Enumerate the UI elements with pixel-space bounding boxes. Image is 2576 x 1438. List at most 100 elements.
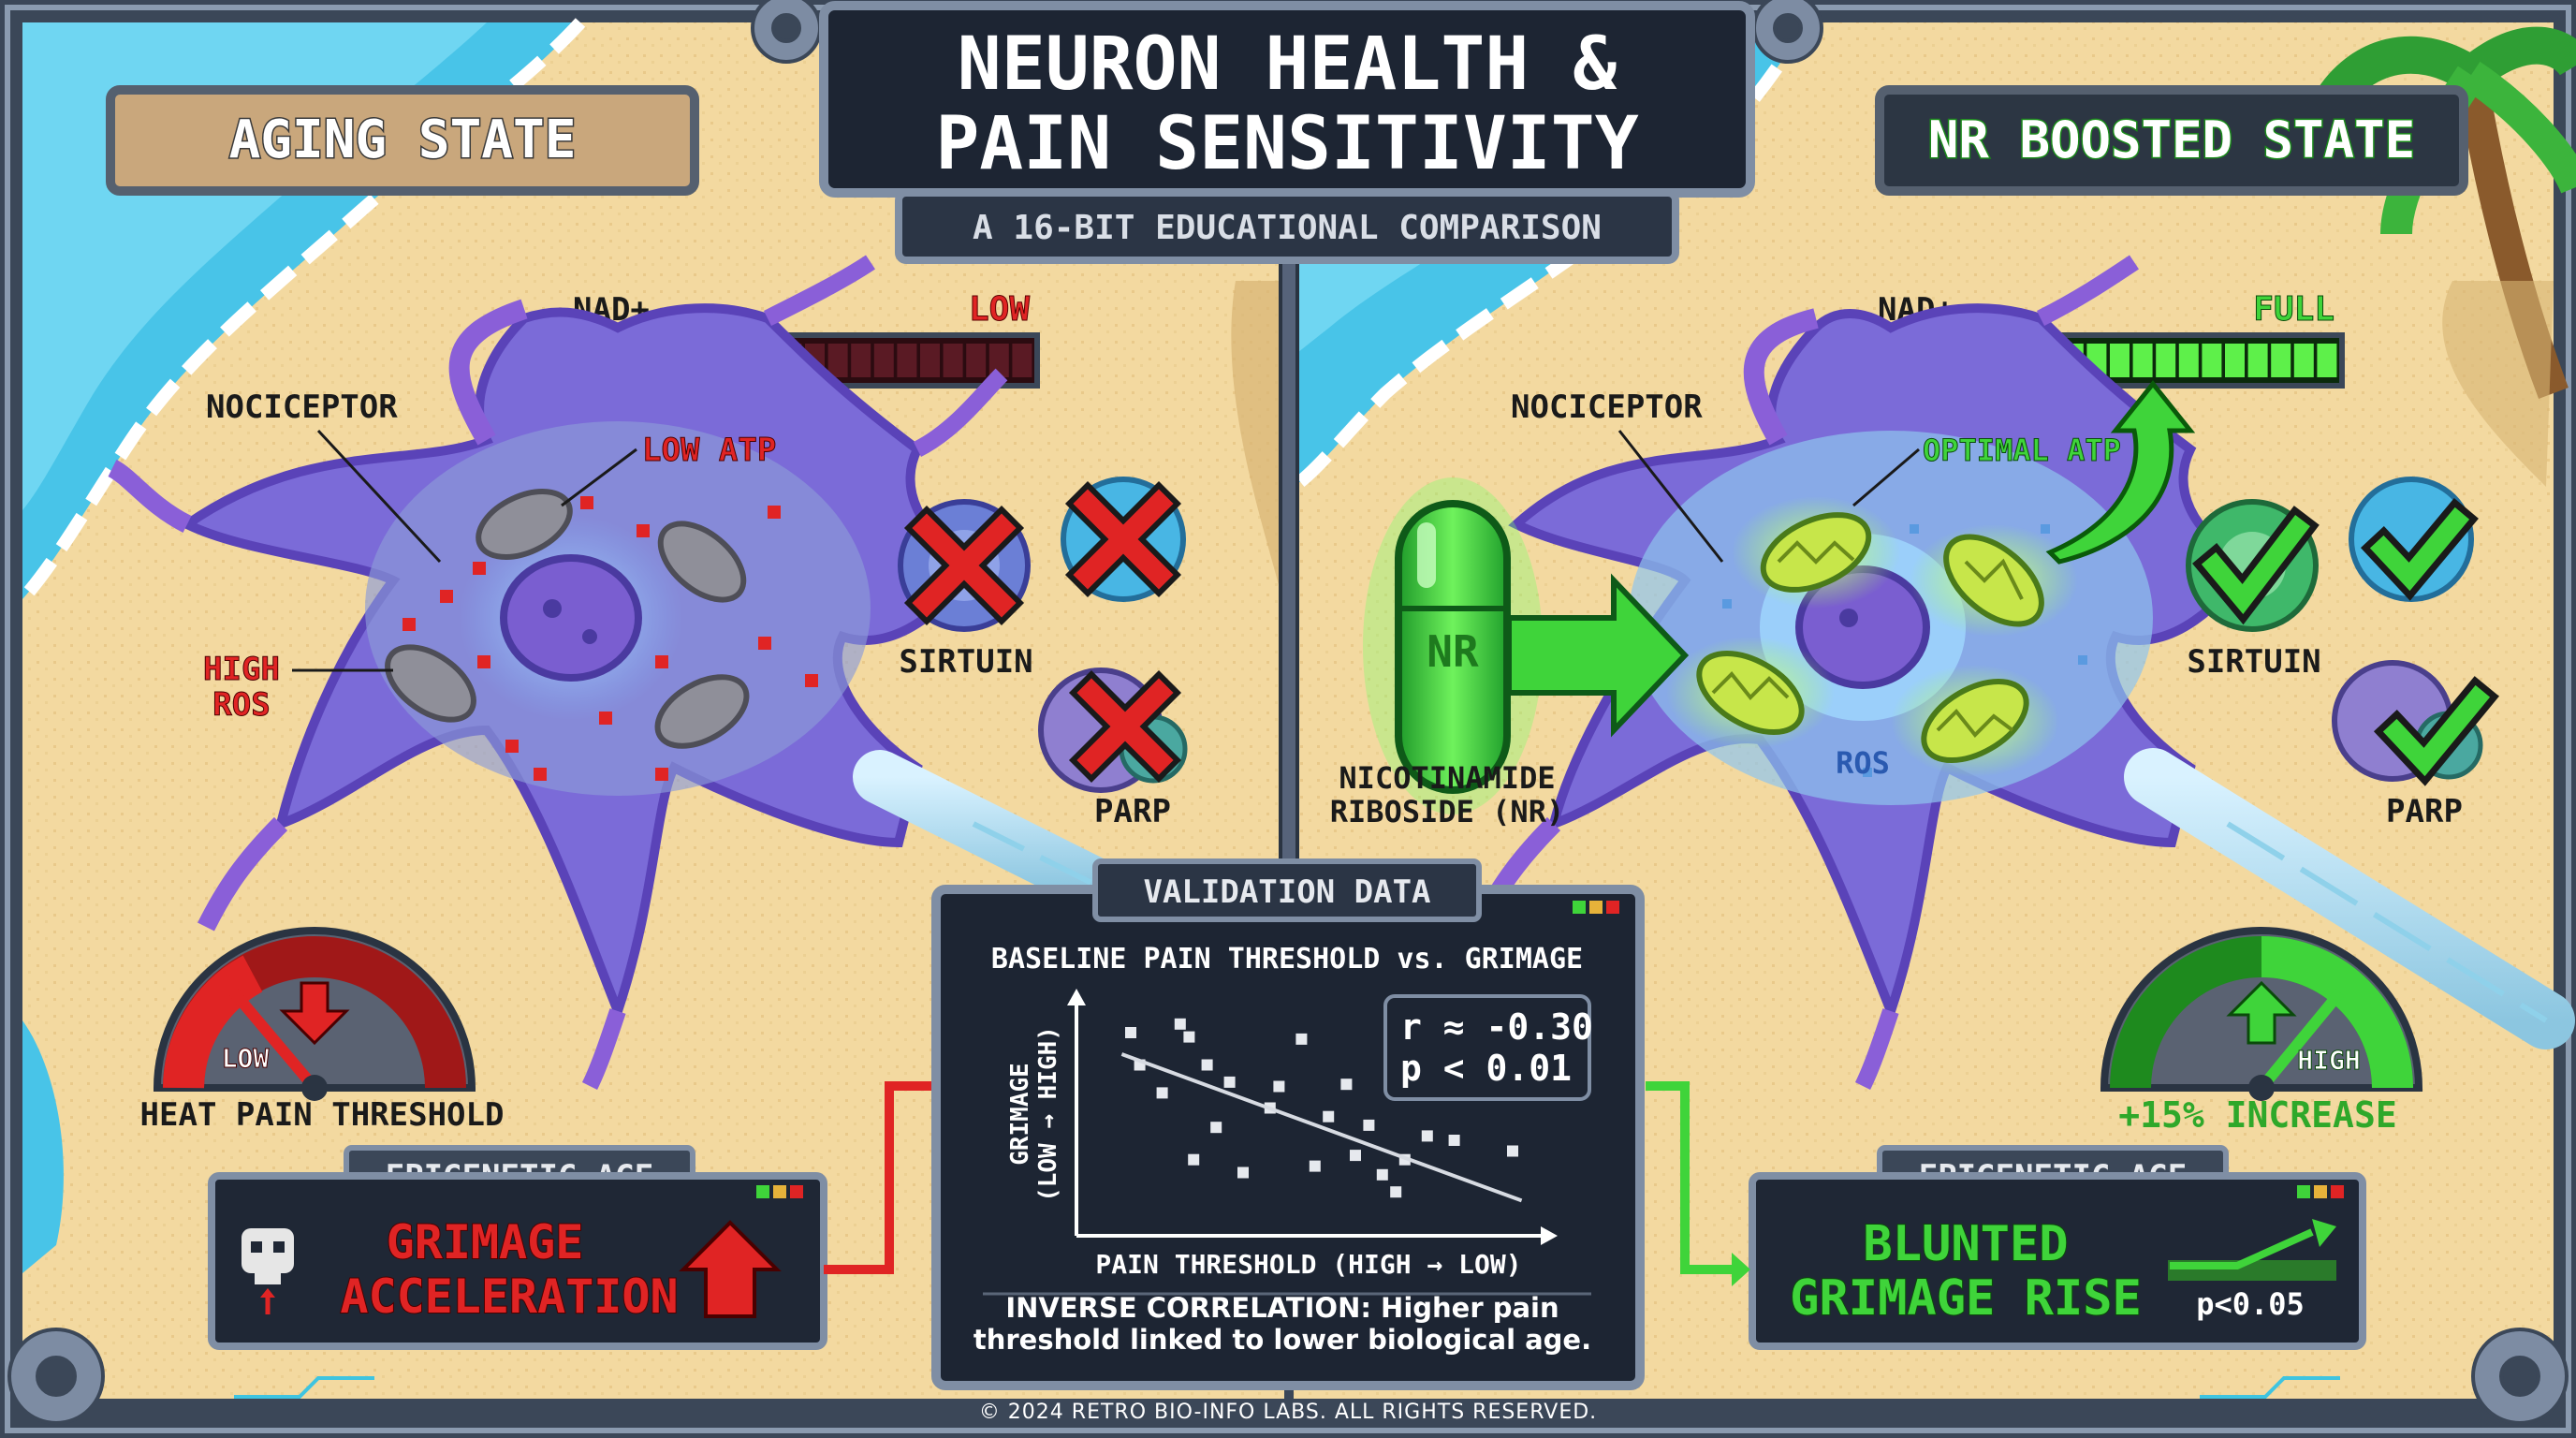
aging-state-header (106, 85, 699, 196)
aging-state-label: AGING STATE (229, 110, 577, 170)
scatter-point (1237, 1167, 1249, 1179)
y-axis-label-1: GRIMAGE (1006, 1063, 1034, 1166)
nad-segment (2247, 344, 2268, 377)
increase-caption: +15% INCREASE (2118, 1094, 2396, 1136)
scatter-point (1156, 1087, 1168, 1099)
check-icon (2369, 506, 2470, 592)
stats-box (1383, 994, 1591, 1101)
window-btn (773, 1185, 786, 1198)
scatter-point (1273, 1080, 1285, 1093)
nr-pill-label: NR (1427, 626, 1479, 677)
skull-icon (242, 1228, 294, 1314)
parp-label-right: PARP (2386, 793, 2463, 830)
nad-segment (2317, 344, 2337, 377)
window-btn (790, 1185, 803, 1198)
optimal-atp-pointer (1852, 448, 1920, 507)
scatter-point (1340, 1078, 1353, 1091)
low-atp-label: LOW ATP (642, 432, 776, 469)
nr-pill-icon (1363, 477, 1543, 814)
circuit-decoration (234, 1376, 2340, 1399)
epi-p-right: p<0.05 (2196, 1286, 2305, 1322)
footer: © 2024 RETRO BIO-INFO LABS. ALL RIGHTS R… (978, 1401, 1598, 1424)
scatter-point (1421, 1130, 1433, 1142)
nociceptor-pointer-right (1617, 430, 1724, 563)
scatter-point (1188, 1153, 1200, 1166)
window-btn (2297, 1185, 2310, 1198)
cross-icon (912, 513, 1017, 618)
subtitle: A 16-BIT EDUCATIONAL COMPARISON (973, 209, 1602, 247)
nad-segment (2271, 344, 2291, 377)
scatter-point (1376, 1168, 1388, 1181)
up-arrow-icon (2226, 980, 2297, 1045)
heat-pain-caption: HEAT PAIN THRESHOLD (140, 1096, 505, 1134)
scatter-point (1183, 1031, 1195, 1043)
nad-segment (943, 344, 963, 377)
validation-title: VALIDATION DATA (1143, 873, 1430, 911)
scatter-point (1448, 1135, 1460, 1146)
connector-green-arrowhead (1732, 1253, 1750, 1286)
chart-axes (1067, 989, 1558, 1245)
nad-segment (2132, 344, 2153, 377)
nad-segment (897, 344, 917, 377)
high-ros-label-2: ROS (212, 686, 270, 724)
validation-note-line-2: threshold linked to lower biological age… (973, 1324, 1592, 1356)
parp-label-left: PARP (1094, 793, 1171, 830)
red-up-arrow-icon (679, 1220, 782, 1318)
sirtuin-label-left: SIRTUIN (899, 643, 1032, 681)
gauge-label-right: HIGH (2297, 1045, 2360, 1076)
validation-tab (1092, 858, 1482, 922)
pain-gauge-right (2100, 927, 2423, 1101)
nad-segment (851, 344, 871, 377)
epi-line1-left: GRIMAGE (387, 1215, 584, 1269)
nad-segment (988, 344, 1009, 377)
scatter-point (1363, 1119, 1375, 1131)
subtitle-panel (895, 189, 1679, 264)
nociceptor-label-left: NOCICEPTOR (206, 389, 398, 426)
nr-state-label: NR BOOSTED STATE (1928, 110, 2415, 169)
connector-green (1646, 1081, 1732, 1274)
nad-segment (2156, 344, 2176, 377)
check-icon (2201, 514, 2311, 615)
nr-arrow-icon (1506, 573, 1690, 738)
nr-caption-1: NICOTINAMIDE (1339, 760, 1555, 796)
gauge-label-left: LOW (222, 1043, 270, 1074)
neuron-aging (108, 255, 1132, 1091)
epi-line2-right: GRIMAGE RISE (1790, 1270, 2142, 1327)
title-line-2: PAIN SENSITIVITY (935, 102, 1638, 186)
stat-p: p < 0.01 (1400, 1048, 1572, 1089)
scatter-point (1125, 1027, 1136, 1038)
x-axis-label: PAIN THRESHOLD (HIGH → LOW) (1095, 1249, 1521, 1280)
nr-caption-2: RIBOSIDE (NR) (1330, 794, 1564, 829)
scatter-point (1350, 1150, 1361, 1162)
left-water-bottom (22, 1020, 64, 1273)
nad-segment (966, 344, 987, 377)
ros-label-right: ROS (1836, 745, 1890, 781)
low-atp-pointer (561, 448, 637, 507)
y-axis-label-2: (LOW → HIGH) (1034, 1026, 1062, 1202)
trend-mini-chart-icon (2168, 1219, 2336, 1281)
nad-segment (2178, 344, 2199, 377)
title-line-1: NEURON HEALTH & (958, 22, 1617, 107)
nad-status-left: LOW (969, 290, 1030, 329)
scatter-point (1323, 1110, 1335, 1123)
connector-red (824, 1081, 940, 1274)
scatter-point (1201, 1059, 1213, 1071)
stat-r: r ≈ -0.30 (1400, 1006, 1593, 1048)
palm-shadow-right (2442, 281, 2554, 487)
nad-segment (920, 344, 940, 377)
window-btn (1573, 901, 1586, 914)
window-btn (2314, 1185, 2327, 1198)
pain-gauge-left (153, 927, 476, 1101)
window-btn (1589, 901, 1603, 914)
check-icon (2382, 684, 2491, 777)
scatter-point (1309, 1160, 1321, 1172)
neuron-boosted (1471, 255, 2575, 1091)
nad-segment (827, 344, 848, 377)
window-btn (1606, 901, 1619, 914)
center-divider (1279, 242, 1299, 882)
epi-panel-right (1749, 1172, 2366, 1350)
nad-segment (2225, 344, 2245, 377)
epi-panel-left (208, 1172, 827, 1350)
scatter-point (1174, 1018, 1186, 1030)
window-btn (2331, 1185, 2344, 1198)
